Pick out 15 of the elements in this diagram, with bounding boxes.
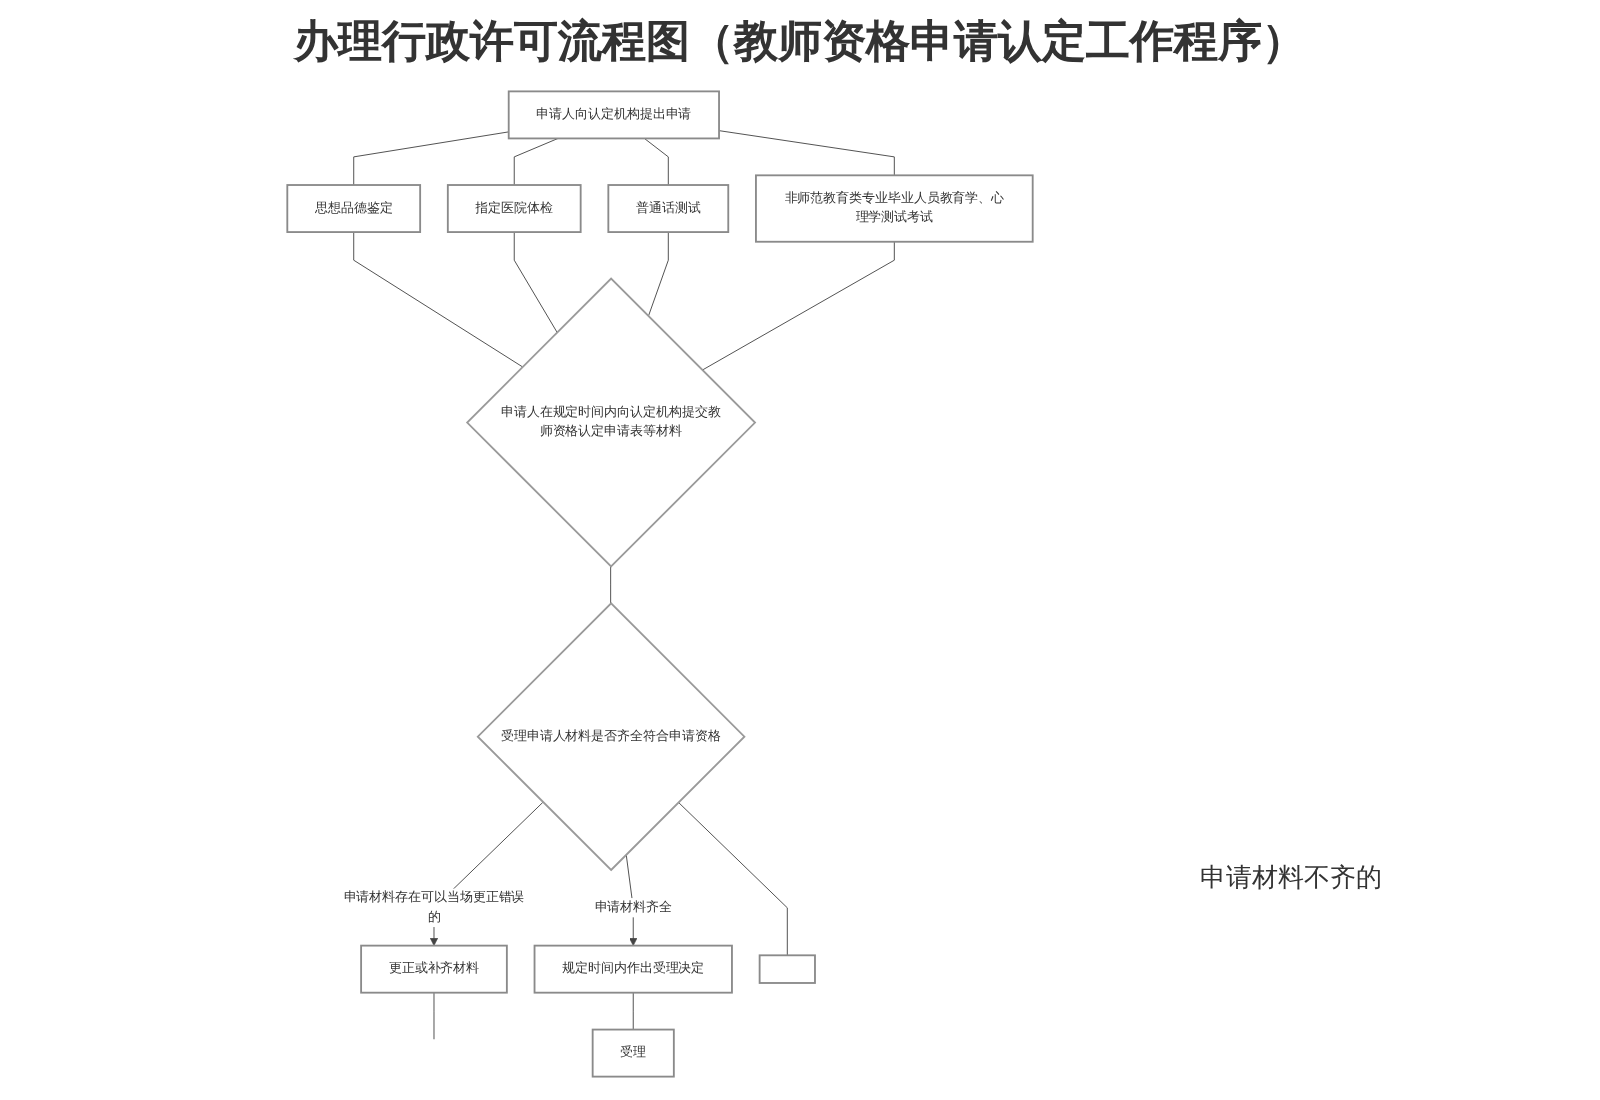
connector — [677, 801, 788, 956]
connector — [718, 130, 895, 176]
connector — [353, 131, 510, 186]
connector — [513, 231, 558, 333]
connector — [701, 241, 895, 371]
connector — [632, 992, 634, 1031]
diagram-title: 办理行政许可流程图（教师资格申请认定工作程序） — [294, 15, 1306, 72]
connector — [353, 231, 523, 368]
connector — [433, 992, 435, 1040]
connector — [513, 137, 559, 186]
connector — [643, 137, 669, 186]
node-box — [758, 954, 816, 984]
note-text: 申请材料不齐的 — [1200, 862, 1382, 896]
connector — [647, 231, 669, 317]
connector — [610, 566, 612, 604]
